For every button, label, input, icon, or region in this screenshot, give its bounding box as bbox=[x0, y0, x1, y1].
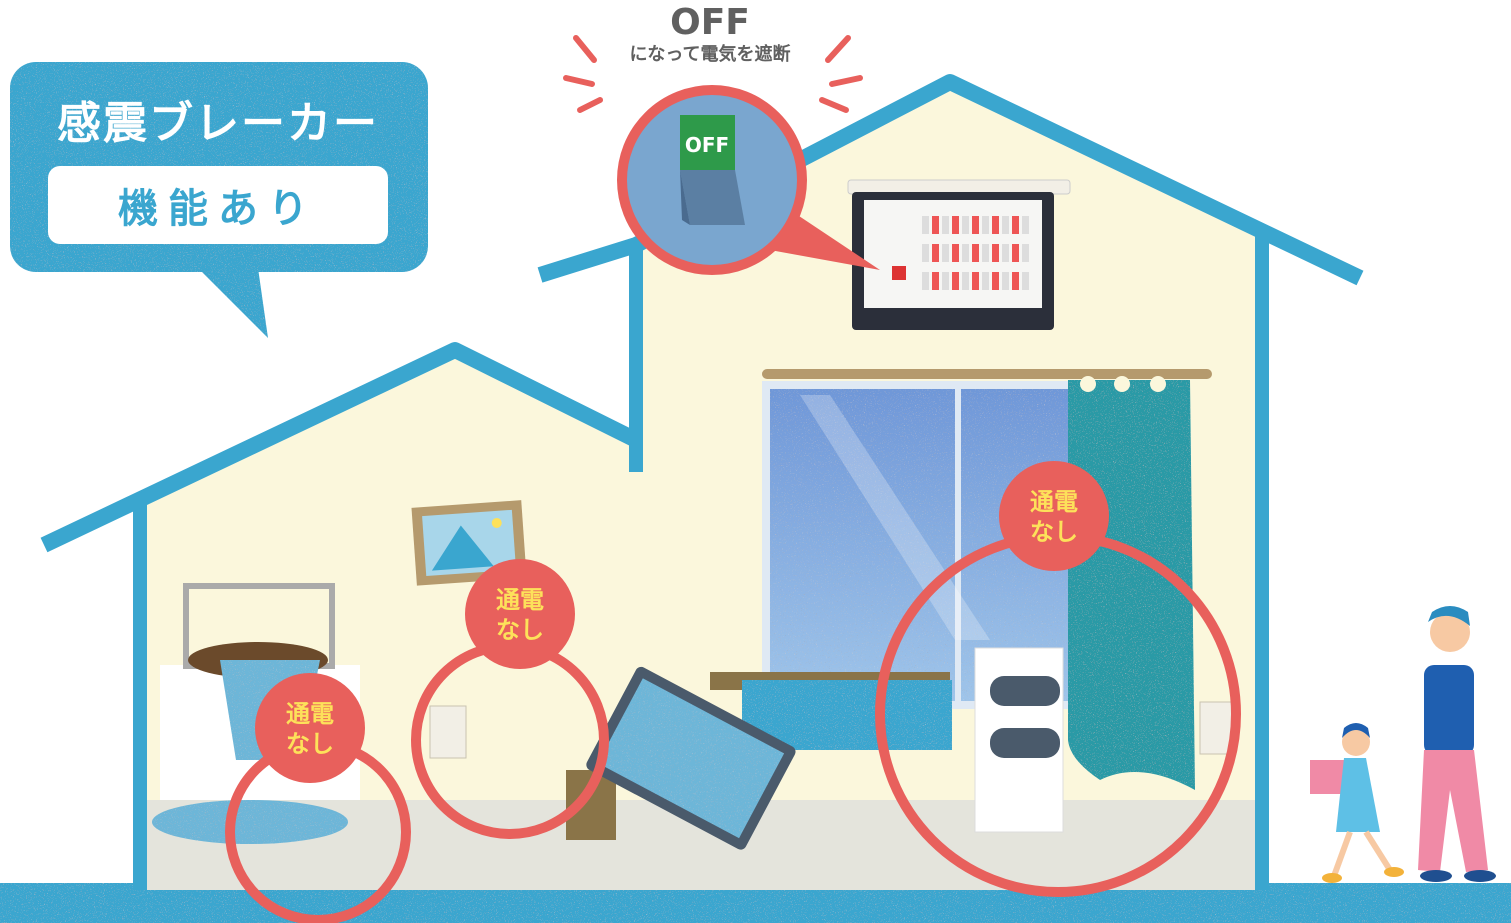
no-power-badges: 通電 なし 通電 なし 通電 なし bbox=[255, 461, 1109, 783]
no-power-badge-1: 通電 なし bbox=[255, 673, 365, 783]
badge-3-line1: 通電 bbox=[1030, 488, 1078, 516]
breaker-switch-array bbox=[922, 216, 1029, 290]
fallen-tv bbox=[586, 666, 796, 850]
badge-1-line2: なし bbox=[286, 730, 334, 758]
breaker-switch bbox=[972, 216, 979, 234]
breaker-switch bbox=[952, 272, 959, 290]
off-big-text: OFF bbox=[670, 2, 750, 43]
badge-3-line2: なし bbox=[1030, 518, 1078, 546]
heater bbox=[974, 647, 1064, 833]
breaker-switch bbox=[1002, 272, 1009, 290]
breaker-switch bbox=[942, 244, 949, 262]
breaker-switch bbox=[922, 216, 929, 234]
off-caption-text: になって電気を遮断 bbox=[629, 43, 790, 65]
feature-subtitle-box bbox=[48, 166, 388, 244]
breaker-switch bbox=[992, 216, 999, 234]
breaker-switch bbox=[972, 272, 979, 290]
breaker-switch bbox=[992, 244, 999, 262]
breaker-switch bbox=[932, 216, 939, 234]
breaker-switch bbox=[942, 272, 949, 290]
breaker-switch bbox=[962, 272, 969, 290]
breaker-switch bbox=[1022, 216, 1029, 234]
breaker-panel bbox=[847, 179, 1071, 330]
feature-subtitle: 機能あり bbox=[118, 186, 318, 232]
no-power-badge-3: 通電 なし bbox=[999, 461, 1109, 571]
breaker-switch bbox=[1012, 244, 1019, 262]
off-heading: OFF になって電気を遮断 bbox=[563, 2, 863, 113]
breaker-switch bbox=[952, 216, 959, 234]
water-puddle bbox=[152, 800, 348, 844]
breaker-switch bbox=[1022, 244, 1029, 262]
breaker-switch bbox=[942, 216, 949, 234]
breaker-switch bbox=[932, 272, 939, 290]
badge-2-line2: なし bbox=[496, 616, 544, 644]
feature-title: 感震ブレーカー bbox=[57, 98, 379, 149]
people bbox=[1310, 606, 1496, 883]
off-switch-lever bbox=[680, 170, 745, 225]
breaker-switch bbox=[982, 216, 989, 234]
breaker-switch bbox=[1012, 272, 1019, 290]
breaker-switch bbox=[952, 244, 959, 262]
main-breaker-indicator bbox=[892, 266, 906, 280]
breaker-switch bbox=[972, 244, 979, 262]
feature-callout: 感震ブレーカー 機能あり bbox=[10, 62, 428, 338]
off-switch-label: OFF bbox=[685, 133, 729, 157]
curtain-rod bbox=[762, 369, 1212, 379]
breaker-switch bbox=[962, 244, 969, 262]
breaker-switch bbox=[982, 272, 989, 290]
breaker-switch bbox=[922, 272, 929, 290]
breaker-switch bbox=[1002, 216, 1009, 234]
breaker-switch bbox=[1022, 272, 1029, 290]
curtain bbox=[1068, 380, 1195, 790]
shock-marks bbox=[563, 35, 863, 113]
parent-figure bbox=[1418, 606, 1496, 882]
breaker-switch bbox=[932, 244, 939, 262]
outlet-left bbox=[429, 705, 467, 759]
breaker-switch bbox=[1012, 216, 1019, 234]
breaker-switch bbox=[1002, 244, 1009, 262]
badge-1-line1: 通電 bbox=[286, 700, 334, 728]
roof-left bbox=[40, 342, 640, 553]
breaker-switch bbox=[982, 244, 989, 262]
child-figure bbox=[1310, 723, 1404, 883]
switch-zoom-callout: OFF bbox=[617, 85, 880, 275]
badge-2-line1: 通電 bbox=[496, 586, 544, 614]
breaker-switch bbox=[962, 216, 969, 234]
breaker-switch bbox=[922, 244, 929, 262]
breaker-switch bbox=[992, 272, 999, 290]
no-power-badge-2: 通電 なし bbox=[465, 559, 575, 669]
off-switch-face bbox=[680, 115, 735, 170]
